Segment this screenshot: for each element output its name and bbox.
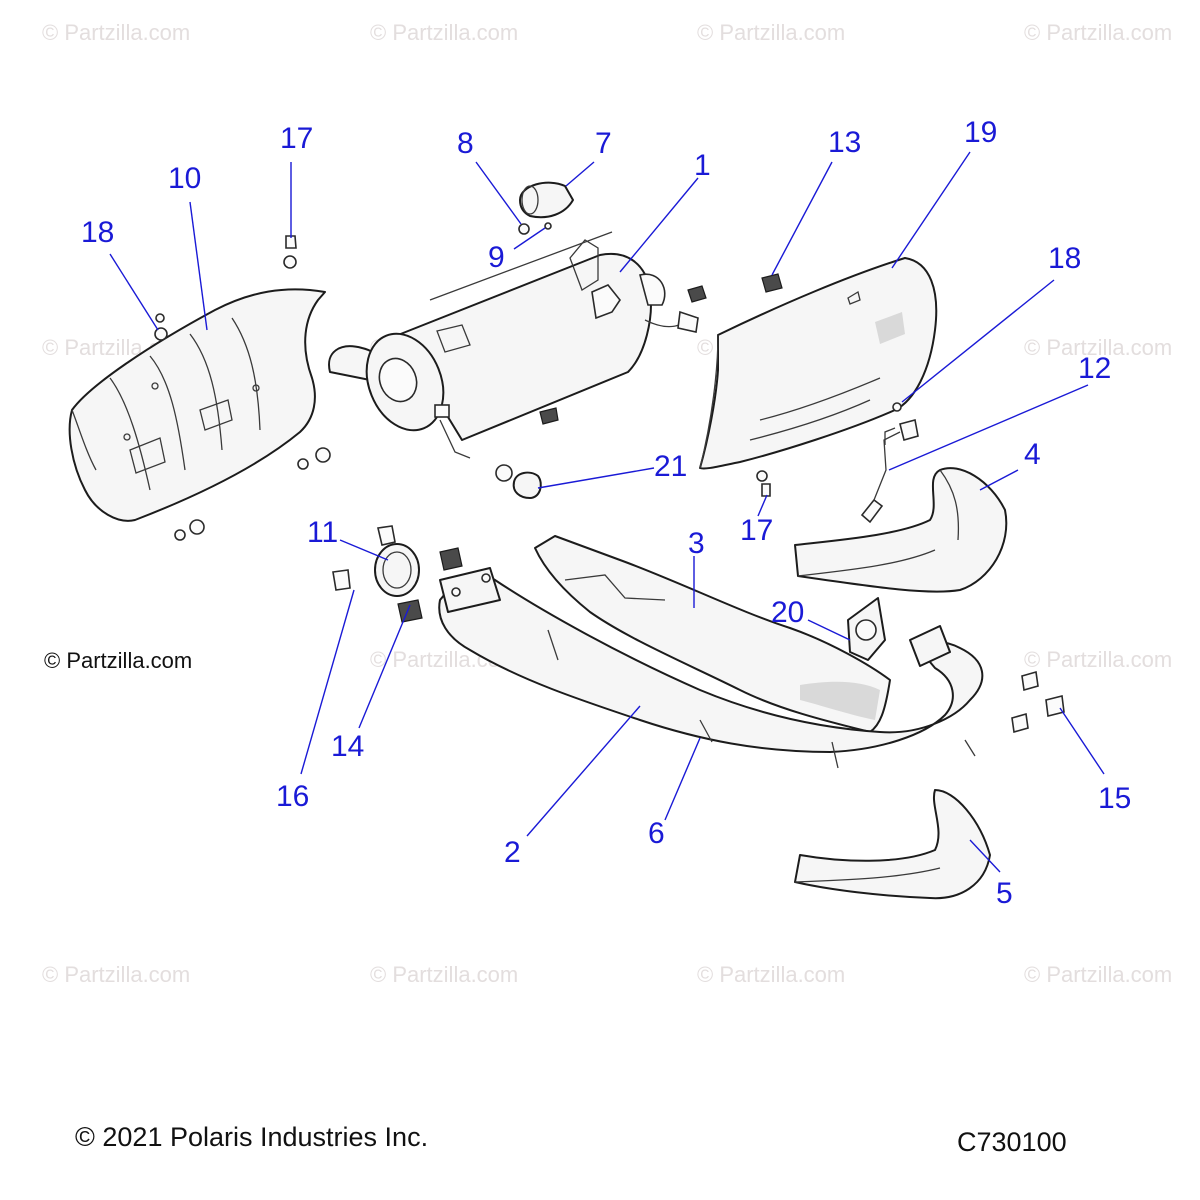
heat-shield-left — [68, 288, 326, 522]
pipe-shield-upper — [794, 467, 1008, 593]
callout-4: 4 — [1024, 438, 1041, 471]
pipe-shield-lower — [794, 789, 991, 900]
watermark: © Partzilla.com — [1024, 647, 1172, 672]
watermark: © Partzilla.com — [697, 962, 845, 987]
watermark: © Partzilla.com — [1024, 20, 1172, 45]
callout-2: 2 — [504, 836, 521, 869]
watermark: © Partzilla.com — [697, 20, 845, 45]
callout-7: 7 — [595, 127, 612, 160]
callout-20: 20 — [771, 596, 804, 629]
callout-18: 18 — [1048, 242, 1081, 275]
watermark-layer: © Partzilla.com © Partzilla.com © Partzi… — [42, 20, 1172, 987]
springs-grommets — [495, 273, 783, 499]
gasket — [847, 597, 886, 661]
callout-1: 1 — [694, 149, 711, 182]
watermark: © Partzilla.com — [1024, 335, 1172, 360]
callout-8: 8 — [457, 127, 474, 160]
callout-21: 21 — [654, 450, 687, 483]
callout-18: 18 — [81, 216, 114, 249]
copyright-notice: © 2021 Polaris Industries Inc. — [75, 1122, 429, 1152]
callout-12: 12 — [1078, 352, 1111, 385]
callout-19: 19 — [964, 116, 997, 149]
callout-5: 5 — [996, 877, 1013, 910]
callout-6: 6 — [648, 817, 665, 850]
oxygen-sensor — [756, 402, 919, 524]
muffler — [328, 231, 699, 459]
tailpipe-tip-hardware — [518, 181, 574, 235]
callout-16: 16 — [276, 780, 309, 813]
partzilla-credit: © Partzilla.com — [44, 648, 193, 673]
diagram-code: C730100 — [957, 1127, 1067, 1157]
clamp-group — [332, 525, 463, 623]
callout-15: 15 — [1098, 782, 1131, 815]
leader-lines — [109, 151, 1105, 873]
bolts-right — [1011, 670, 1065, 734]
watermark: © Partzilla.com — [370, 962, 518, 987]
callout-17: 17 — [280, 122, 313, 155]
callout-3: 3 — [688, 527, 705, 560]
header-pipe — [438, 567, 984, 769]
watermark: © Partzilla.com — [42, 962, 190, 987]
callout-labels: 1 2 3 4 5 6 7 8 9 10 11 12 13 14 15 16 1… — [81, 116, 1131, 910]
callout-9: 9 — [488, 241, 505, 274]
fasteners-left — [154, 235, 331, 541]
callout-11: 11 — [307, 516, 338, 549]
watermark: © Partzilla.com — [42, 20, 190, 45]
callout-14: 14 — [331, 730, 364, 763]
callout-17: 17 — [740, 514, 773, 547]
callout-13: 13 — [828, 126, 861, 159]
callout-10: 10 — [168, 162, 201, 195]
watermark: © Partzilla.com — [370, 20, 518, 45]
watermark: © Partzilla.com — [1024, 962, 1172, 987]
heat-shield-right — [699, 257, 938, 470]
